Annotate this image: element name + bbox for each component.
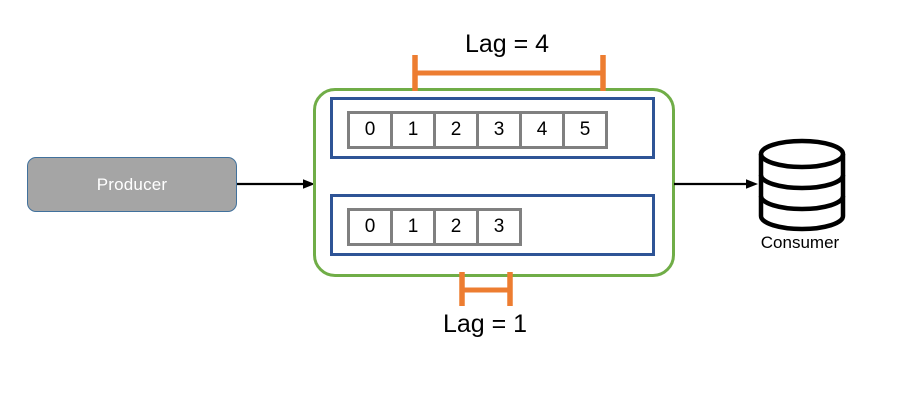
lag-top-bracket [411, 55, 607, 93]
message-cell[interactable]: 0 [347, 111, 393, 149]
message-cell[interactable]: 2 [433, 208, 479, 246]
partition-1-cells: 0 1 2 3 [347, 208, 522, 246]
message-cell[interactable]: 2 [433, 111, 479, 149]
message-cell[interactable]: 3 [476, 111, 522, 149]
partition-1[interactable]: 0 1 2 3 [330, 194, 655, 256]
message-cell[interactable]: 1 [390, 208, 436, 246]
message-cell[interactable]: 1 [390, 111, 436, 149]
message-cell[interactable]: 5 [562, 111, 608, 149]
message-cell[interactable]: 3 [476, 208, 522, 246]
broker-to-consumer-arrow [674, 177, 760, 191]
database-cylinder-icon[interactable] [756, 138, 848, 232]
broker-container [313, 88, 675, 277]
lag-top-label: Lag = 4 [464, 30, 550, 58]
message-cell[interactable]: 0 [347, 208, 393, 246]
producer-label: Producer [96, 174, 168, 194]
message-cell[interactable]: 4 [519, 111, 565, 149]
producer-box[interactable]: Producer [27, 157, 237, 212]
partition-0[interactable]: 0 1 2 3 4 5 [330, 97, 655, 159]
consumer-label: Consumer [760, 233, 840, 252]
lag-bottom-bracket [458, 272, 514, 308]
producer-to-broker-arrow [237, 177, 317, 191]
lag-bottom-label: Lag = 1 [442, 310, 528, 338]
partition-0-cells: 0 1 2 3 4 5 [347, 111, 608, 149]
